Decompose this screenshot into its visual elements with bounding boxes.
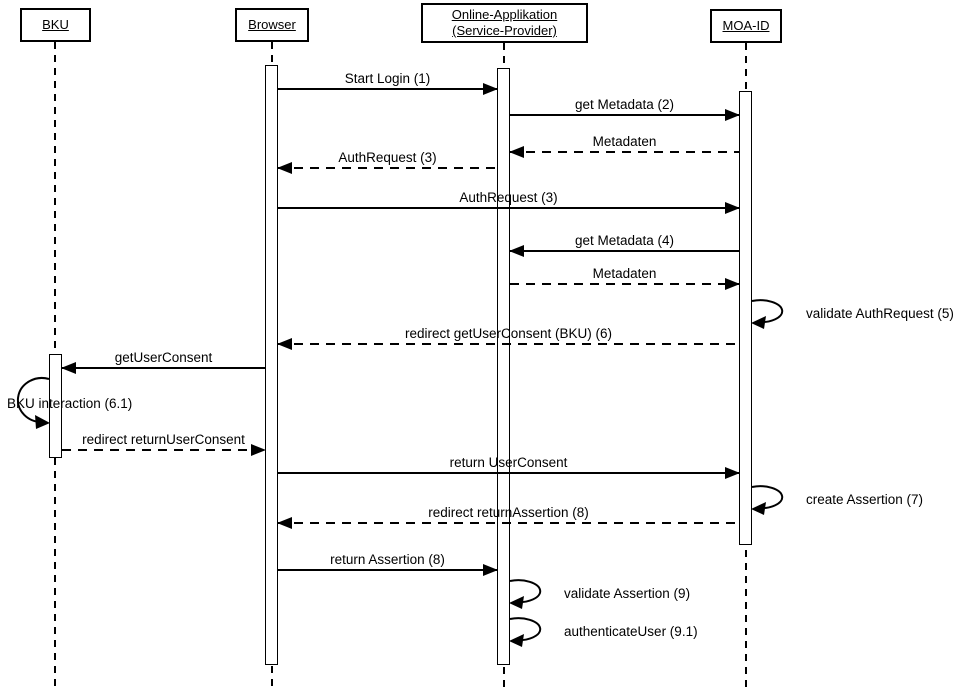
message-line [278, 207, 739, 209]
message-label: return Assertion (8) [330, 552, 445, 567]
message-authrequest-redirect: AuthRequest (3) [277, 149, 497, 174]
message-label: AuthRequest (3) [459, 190, 558, 205]
message-metadaten-1: Metadaten [509, 133, 739, 158]
message-label: redirect returnAssertion (8) [428, 505, 589, 520]
message-create-assertion: create Assertion (7) [750, 482, 923, 516]
arrowhead-right-icon [725, 467, 740, 479]
arrowhead-left-icon [277, 517, 292, 529]
message-line [278, 472, 739, 474]
message-redirect-returnuserconsent: redirect returnUserConsent [62, 431, 266, 456]
message-label: Metadaten [592, 266, 657, 281]
message-get-metadata-2: get Metadata (2) [510, 96, 740, 121]
message-line [278, 88, 497, 90]
activation-bar-bku [49, 354, 62, 458]
activation-bar-online-app [497, 68, 510, 665]
message-line [62, 449, 265, 451]
message-label: getUserConsent [114, 350, 213, 365]
message-line [510, 151, 739, 153]
message-label: create Assertion (7) [806, 491, 924, 507]
actor-bku: BKU [20, 8, 91, 42]
actor-moa-id-label: MOA-ID [722, 17, 770, 33]
actor-bku-label: BKU [42, 16, 69, 32]
message-metadaten-2: Metadaten [510, 265, 740, 290]
message-label: AuthRequest (3) [338, 150, 437, 165]
message-return-userconsent: return UserConsent [278, 454, 740, 479]
arrowhead-left-icon [61, 362, 76, 374]
message-line [278, 167, 497, 169]
message-label: validate Assertion (9) [564, 585, 691, 601]
message-redirect-getuserconsent: redirect getUserConsent (BKU) (6) [277, 325, 739, 350]
arrowhead-right-icon [483, 83, 498, 95]
message-start-login: Start Login (1) [278, 70, 498, 95]
message-return-assertion: return Assertion (8) [278, 551, 498, 576]
self-loop-icon [509, 617, 542, 647]
arrowhead-right-icon [483, 564, 498, 576]
message-label: get Metadata (2) [574, 97, 675, 112]
actor-online-app: Online-Applikation (Service-Provider) [421, 3, 588, 43]
arrowhead-right-icon [725, 278, 740, 290]
self-loop-icon [16, 377, 50, 429]
message-line [510, 283, 739, 285]
message-bku-interaction: BKU interaction (6.1) [0, 374, 157, 430]
message-validate-authrequest: validate AuthRequest (5) [750, 296, 954, 330]
message-redirect-returnassertion: redirect returnAssertion (8) [277, 504, 739, 529]
message-label: redirect returnUserConsent [82, 432, 245, 447]
message-label: authenticateUser (9.1) [564, 623, 698, 639]
message-get-metadata-4: get Metadata (4) [509, 232, 739, 257]
message-line [278, 343, 739, 345]
message-label: redirect getUserConsent (BKU) (6) [404, 326, 613, 341]
message-label: get Metadata (4) [574, 233, 675, 248]
arrowhead-right-icon [725, 109, 740, 121]
message-line [510, 114, 739, 116]
message-label: return UserConsent [449, 455, 568, 470]
activation-bar-browser [265, 65, 278, 665]
self-loop-icon [509, 579, 542, 609]
message-getuserconsent: getUserConsent [61, 349, 265, 374]
message-line [510, 250, 739, 252]
arrowhead-left-icon [277, 162, 292, 174]
actor-browser: Browser [235, 8, 309, 42]
message-line [278, 569, 497, 571]
message-label: validate AuthRequest (5) [806, 305, 954, 321]
self-loop-icon [751, 485, 784, 515]
arrowhead-right-icon [251, 444, 266, 456]
arrowhead-right-icon [725, 202, 740, 214]
message-label: Metadaten [592, 134, 657, 149]
arrowhead-left-icon [277, 338, 292, 350]
message-authenticate-user: authenticateUser (9.1) [508, 614, 698, 648]
message-label: Start Login (1) [344, 71, 431, 86]
actor-online-app-label: Online-Applikation (Service-Provider) [451, 6, 558, 38]
message-line [278, 522, 739, 524]
actor-browser-label: Browser [248, 16, 296, 32]
message-authrequest-forward: AuthRequest (3) [278, 189, 740, 214]
actor-moa-id: MOA-ID [710, 9, 782, 43]
activation-bar-moa-id [739, 91, 752, 545]
message-line [62, 367, 265, 369]
message-label: BKU interaction (6.1) [7, 396, 133, 411]
arrowhead-left-icon [509, 146, 524, 158]
message-validate-assertion: validate Assertion (9) [508, 576, 690, 610]
self-loop-icon [751, 299, 784, 329]
arrowhead-left-icon [509, 245, 524, 257]
